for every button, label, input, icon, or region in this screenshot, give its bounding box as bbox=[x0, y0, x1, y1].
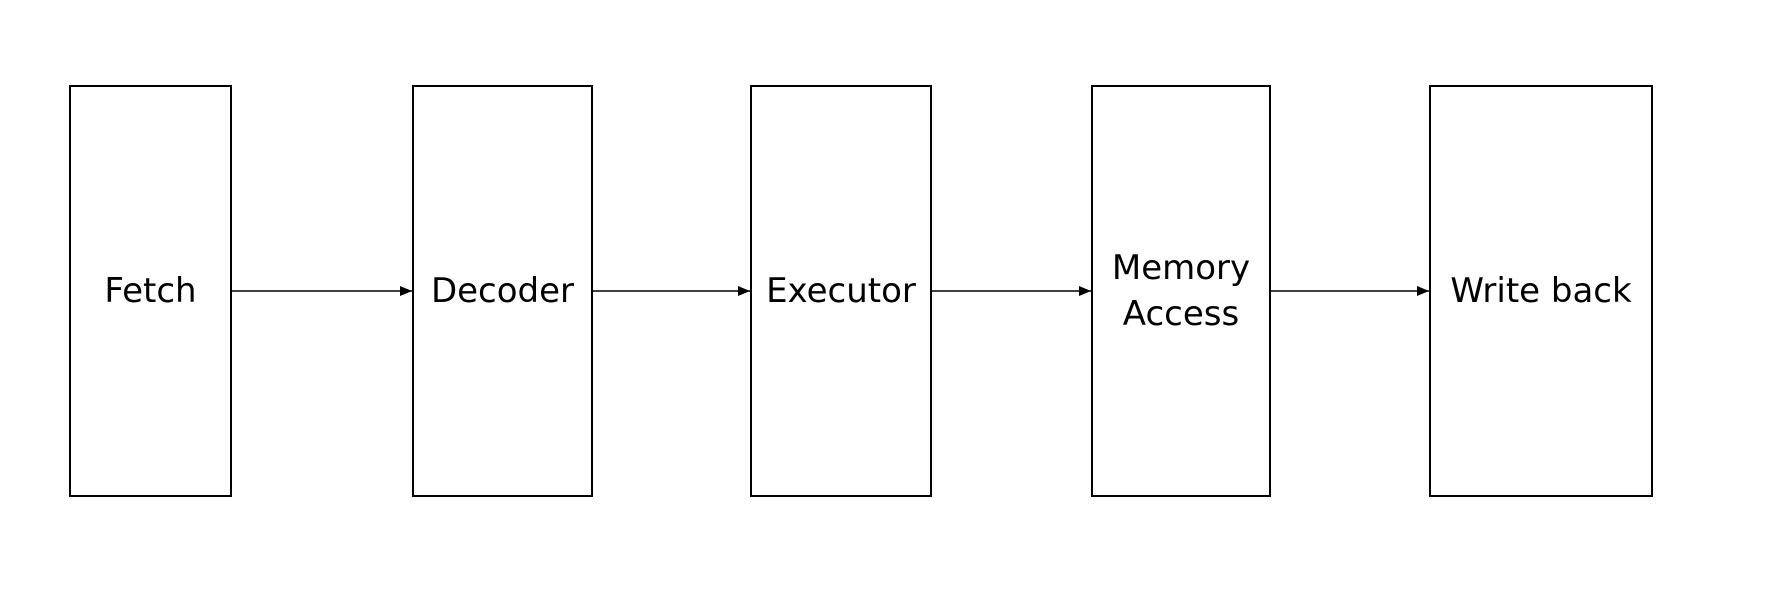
stage-label-write-back: Write back bbox=[1450, 271, 1632, 311]
stage-decoder: Decoder bbox=[412, 85, 593, 497]
stage-label-decoder: Decoder bbox=[430, 271, 575, 311]
stage-memory-access: Memory Access bbox=[1091, 85, 1271, 497]
stage-label-executor: Executor bbox=[766, 271, 916, 311]
stage-write-back: Write back bbox=[1429, 85, 1653, 497]
stage-label-memory-access: Memory Access bbox=[1111, 248, 1251, 334]
stage-executor: Executor bbox=[750, 85, 932, 497]
stage-fetch: Fetch bbox=[69, 85, 232, 497]
stage-label-fetch: Fetch bbox=[104, 271, 197, 311]
